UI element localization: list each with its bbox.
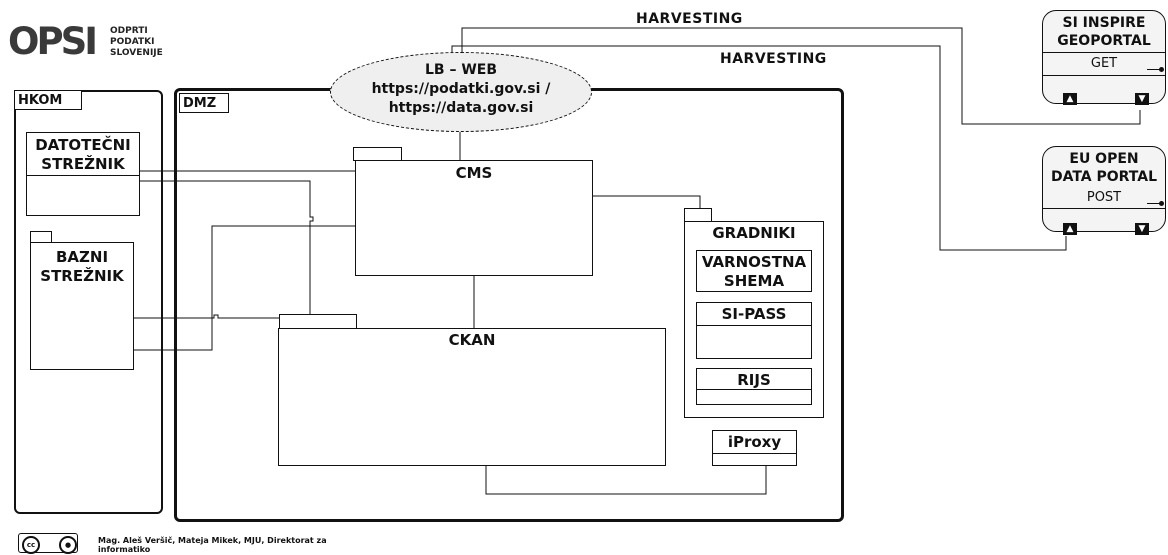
- si-inspire-lollipop-dot: [1159, 67, 1164, 72]
- eu-open-data-portal: EU OPEN DATA PORTAL POST ▲ ▼: [1042, 146, 1166, 235]
- si-pass-label: SI-PASS: [721, 305, 787, 323]
- eu-portal-title-2: DATA PORTAL: [1050, 169, 1158, 185]
- eu-portal-title-1: EU OPEN: [1069, 151, 1139, 167]
- base-server-label-1: BAZNI: [55, 248, 109, 266]
- author-credit: Mag. Aleš Veršič, Mateja Mikek, MJU, Dir…: [98, 536, 327, 554]
- cms-label: CMS: [455, 164, 493, 182]
- iproxy-divider: [713, 453, 796, 454]
- opsi-logo-subtitle: ODPRTI PODATKI SLOVENIJE: [110, 26, 163, 59]
- rijs-label: RIJS: [737, 371, 771, 389]
- ckan-box: CKAN: [278, 328, 666, 466]
- si-inspire-out-port-icon: ▼: [1135, 93, 1149, 105]
- attribution-icon: ●: [59, 536, 77, 554]
- si-inspire-divider: [1043, 52, 1165, 53]
- rijs-divider: [697, 389, 811, 390]
- iproxy-label: iProxy: [727, 433, 782, 451]
- eu-portal-divider: [1043, 208, 1165, 209]
- cc-icon: cc: [22, 536, 40, 554]
- varnostna-shema-label-1: VARNOSTNA: [701, 253, 807, 271]
- si-inspire-method: GET: [1090, 56, 1118, 71]
- eu-portal-out-port-icon: ▼: [1135, 223, 1149, 235]
- si-inspire-lollipop: [1147, 69, 1161, 70]
- opsi-logo: OPSI: [8, 20, 98, 63]
- eu-portal-method: POST: [1086, 190, 1122, 205]
- cms-box: CMS: [355, 160, 593, 276]
- file-server-box: DATOTEČNI STREŽNIK: [26, 132, 140, 216]
- logo-line-2: PODATKI: [110, 37, 155, 47]
- base-cms-line: [134, 225, 355, 351]
- eu-portal-in-port-icon: ▲: [1063, 223, 1077, 235]
- ckan-iproxy-line: [485, 466, 767, 495]
- load-balancer-ellipse: LB – WEB https://podatki.gov.si / https:…: [330, 52, 592, 132]
- iproxy-box: iProxy: [712, 430, 797, 466]
- lb-url-1: https://podatki.gov.si /: [371, 81, 551, 97]
- creative-commons-badge: cc ●: [18, 533, 78, 554]
- lb-label: LB – WEB: [424, 62, 498, 78]
- gradniki-label: GRADNIKI: [712, 224, 796, 242]
- ckan-label: CKAN: [448, 331, 496, 349]
- file-server-label-2: STREŽNIK: [41, 155, 125, 173]
- hkom-zone: HKOM: [14, 90, 163, 514]
- si-inspire-in-port-icon: ▲: [1063, 93, 1077, 105]
- harvest-line-euodp: [451, 45, 1067, 251]
- si-inspire-title-1: SI INSPIRE: [1062, 15, 1146, 31]
- file-server-label-1: DATOTEČNI: [35, 136, 131, 154]
- eu-portal-lollipop: [1147, 203, 1161, 204]
- base-server-box: BAZNI STREŽNIK: [30, 242, 134, 370]
- dmz-zone-label: DMZ: [179, 93, 229, 113]
- varnostna-shema-label-2: SHEMA: [723, 272, 785, 290]
- file-server-divider: [27, 175, 139, 176]
- rijs-box: RIJS: [696, 368, 812, 405]
- harvest-line-inspire: [461, 27, 1141, 125]
- cms-tab: [353, 147, 402, 161]
- si-pass-divider: [697, 325, 811, 326]
- base-server-label-2: STREŽNIK: [40, 267, 124, 285]
- harvesting-label-second: HARVESTING: [720, 51, 827, 67]
- ckan-tab: [279, 314, 357, 329]
- gradniki-tab: [684, 208, 712, 222]
- logo-line-3: SLOVENIJE: [110, 48, 163, 58]
- si-inspire-geoportal: SI INSPIRE GEOPORTAL GET ▲ ▼: [1042, 10, 1166, 105]
- harvesting-label-top: HARVESTING: [636, 11, 743, 27]
- si-inspire-divider-2: [1043, 75, 1165, 76]
- logo-line-1: ODPRTI: [110, 26, 148, 36]
- lb-url-2: https://data.gov.si: [388, 100, 534, 116]
- eu-portal-lollipop-dot: [1159, 201, 1164, 206]
- hkom-zone-label: HKOM: [14, 90, 82, 110]
- base-ckan-line: [134, 314, 279, 319]
- file-ckan-line: [140, 180, 314, 328]
- si-inspire-title-2: GEOPORTAL: [1057, 33, 1151, 49]
- si-pass-box: SI-PASS: [696, 302, 812, 359]
- varnostna-shema-box: VARNOSTNA SHEMA: [696, 250, 812, 292]
